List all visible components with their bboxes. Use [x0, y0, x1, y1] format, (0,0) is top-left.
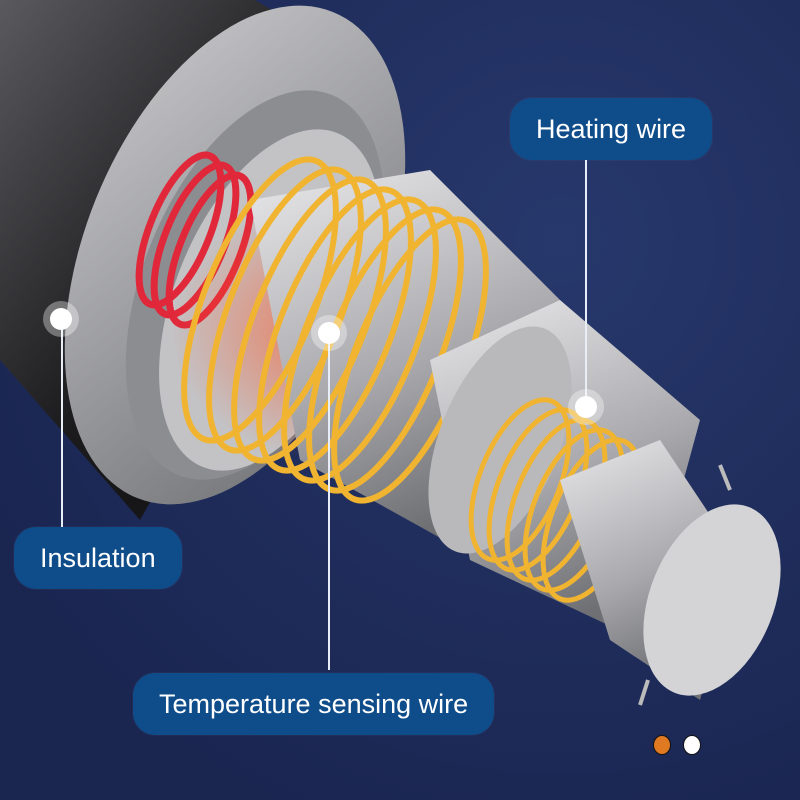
carousel-dot-active[interactable]: [653, 735, 671, 755]
temperature-sensing-leader: [328, 335, 330, 670]
carousel-dot[interactable]: [683, 735, 701, 755]
insulation-marker: [50, 308, 72, 330]
heating-wire-marker: [575, 396, 597, 418]
temperature-sensing-wire-label: Temperature sensing wire: [133, 673, 495, 735]
heating-wire-label: Heating wire: [510, 98, 713, 160]
temperature-sensing-marker: [318, 322, 340, 344]
heating-wire-leader: [585, 158, 587, 403]
core-end-face: [643, 504, 781, 696]
carousel-dots: [653, 735, 701, 755]
insulation-label: Insulation: [14, 527, 182, 589]
insulation-leader: [61, 320, 63, 528]
